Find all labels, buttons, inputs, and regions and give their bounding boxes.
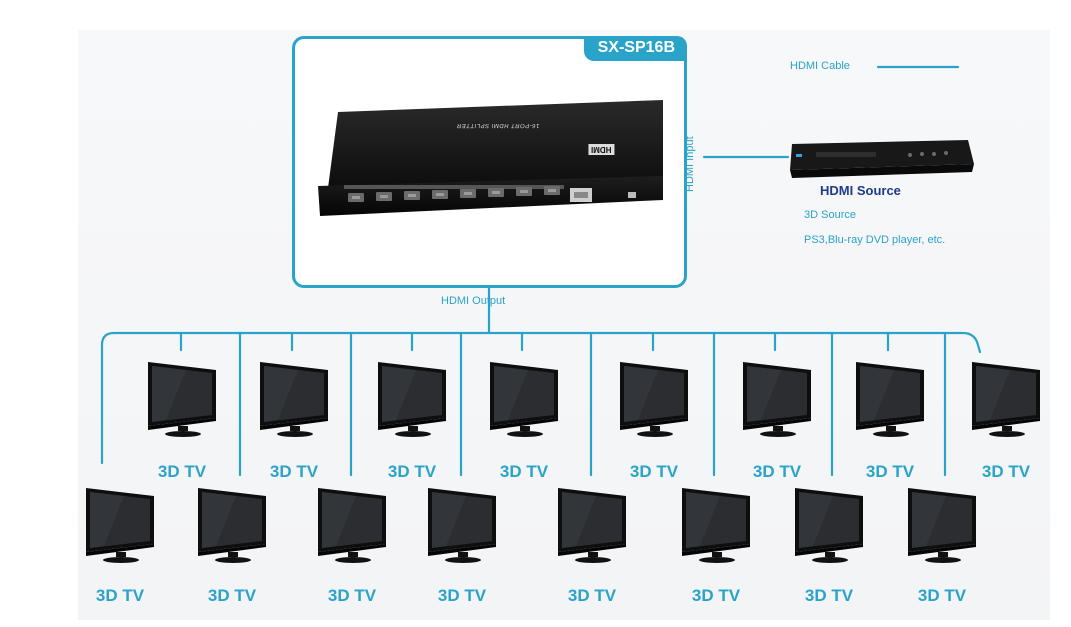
tv-icon <box>488 358 562 438</box>
tv-label: 3D TV <box>752 462 802 481</box>
tv-icon <box>196 484 270 564</box>
tv-icon <box>854 358 928 438</box>
tv-icon <box>84 484 158 564</box>
hdmi-output-label: HDMI Output <box>441 295 506 307</box>
tv-label: 3D TV <box>629 462 679 481</box>
splitter-body <box>318 100 663 216</box>
tv-icon <box>316 484 390 564</box>
tv-icon <box>970 358 1044 438</box>
splitter-face-text: 16-PORT HDMI SPLITTER <box>456 122 540 128</box>
tv-icon <box>146 358 220 438</box>
tv-icon <box>376 358 450 438</box>
tv-label: 3D TV <box>207 586 257 605</box>
hdmi-input-label: HDMI Input <box>684 136 696 192</box>
legend-cable-label: HDMI Cable <box>790 60 850 72</box>
tv-label: 3D TV <box>387 462 437 481</box>
tv-label: 3D TV <box>691 586 741 605</box>
tv-icon <box>906 484 980 564</box>
tv-icon <box>556 484 630 564</box>
tv-icon <box>793 484 867 564</box>
tv-label: 3D TV <box>437 586 487 605</box>
tv-icon <box>258 358 332 438</box>
tv-icon <box>426 484 500 564</box>
hdmi-logo: HDMI <box>588 144 615 155</box>
blu-ray-player-icon <box>786 138 976 185</box>
tv-label: 3D TV <box>327 586 377 605</box>
tv-label: 3D TV <box>95 586 145 605</box>
tv-label: 3D TV <box>981 462 1031 481</box>
hdmi-splitter-device: 16-PORT HDMI SPLITTER HDMI <box>318 100 668 223</box>
model-tag: SX-SP16B <box>583 36 687 61</box>
tv-icon <box>741 358 815 438</box>
source-line-2: PS3,Blu-ray DVD player, etc. <box>804 234 946 246</box>
tv-icon <box>680 484 754 564</box>
output-bus-line <box>100 331 982 465</box>
source-title: HDMI Source <box>820 183 901 198</box>
tv-label: 3D TV <box>567 586 617 605</box>
tv-label: 3D TV <box>499 462 549 481</box>
tv-label: 3D TV <box>917 586 967 605</box>
tv-label: 3D TV <box>269 462 319 481</box>
source-line-1: 3D Source <box>804 209 856 221</box>
tv-icon <box>618 358 692 438</box>
tv-label: 3D TV <box>804 586 854 605</box>
tv-label: 3D TV <box>157 462 207 481</box>
tv-label: 3D TV <box>865 462 915 481</box>
